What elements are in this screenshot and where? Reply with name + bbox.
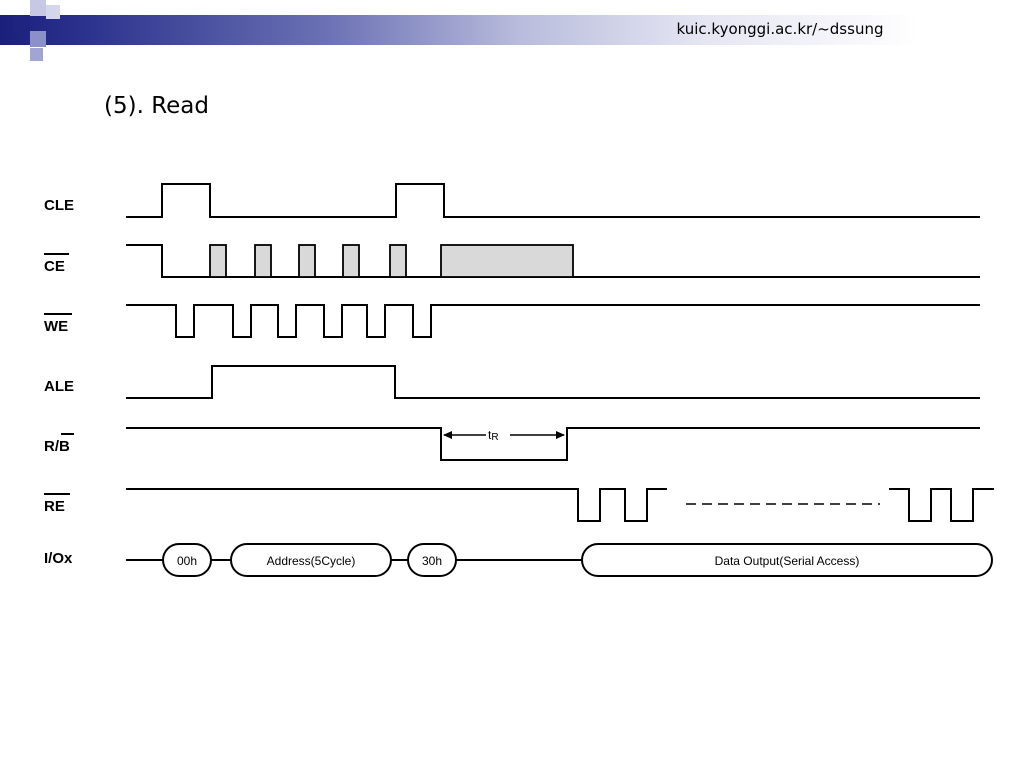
signal-label-re: RE — [44, 498, 65, 515]
ce-pulse — [209, 244, 227, 278]
io-bus-data-output — [581, 543, 993, 577]
tr-label: tR — [488, 428, 499, 443]
ce-pulse — [254, 244, 272, 278]
waveform-we — [126, 304, 980, 338]
slide-title: (5). Read — [104, 93, 209, 119]
deco-square-light — [46, 5, 60, 19]
io-bus-data-output-label: Data Output(Serial Access) — [715, 554, 860, 568]
ce-pulse-long — [440, 244, 574, 278]
deco-square-light — [30, 0, 46, 16]
waveform-re — [126, 488, 667, 522]
ce-pulse — [342, 244, 360, 278]
tr-arrow-head-left — [443, 431, 452, 439]
waveform-re-tail — [889, 488, 994, 522]
waveform-cle — [126, 183, 980, 218]
ce-pulse — [298, 244, 316, 278]
deco-square-light — [30, 48, 43, 61]
deco-square-light — [30, 31, 46, 47]
signal-label-ale: ALE — [44, 378, 74, 395]
io-bus-cmd-30h-label: 30h — [422, 554, 442, 568]
io-bus-address-label: Address(5Cycle) — [267, 554, 356, 568]
tr-arrow-head-right — [556, 431, 565, 439]
tr-label-bg — [486, 426, 510, 442]
waveform-rb — [126, 427, 980, 461]
io-bus-cmd-00h-label: 00h — [177, 554, 197, 568]
ce-pulse — [389, 244, 407, 278]
waveform-ale — [126, 365, 980, 399]
deco-square-dark — [14, 15, 30, 31]
signal-label-io: I/Ox — [44, 550, 73, 567]
header-gradient-bar — [0, 15, 1024, 45]
site-url: kuic.kyonggi.ac.kr/~dssung — [676, 20, 884, 38]
signal-label-ce: CE — [44, 258, 65, 275]
signal-label-we: WE — [44, 318, 68, 335]
signal-label-cle: CLE — [44, 197, 74, 214]
signal-label-rb: R/B — [44, 438, 70, 455]
